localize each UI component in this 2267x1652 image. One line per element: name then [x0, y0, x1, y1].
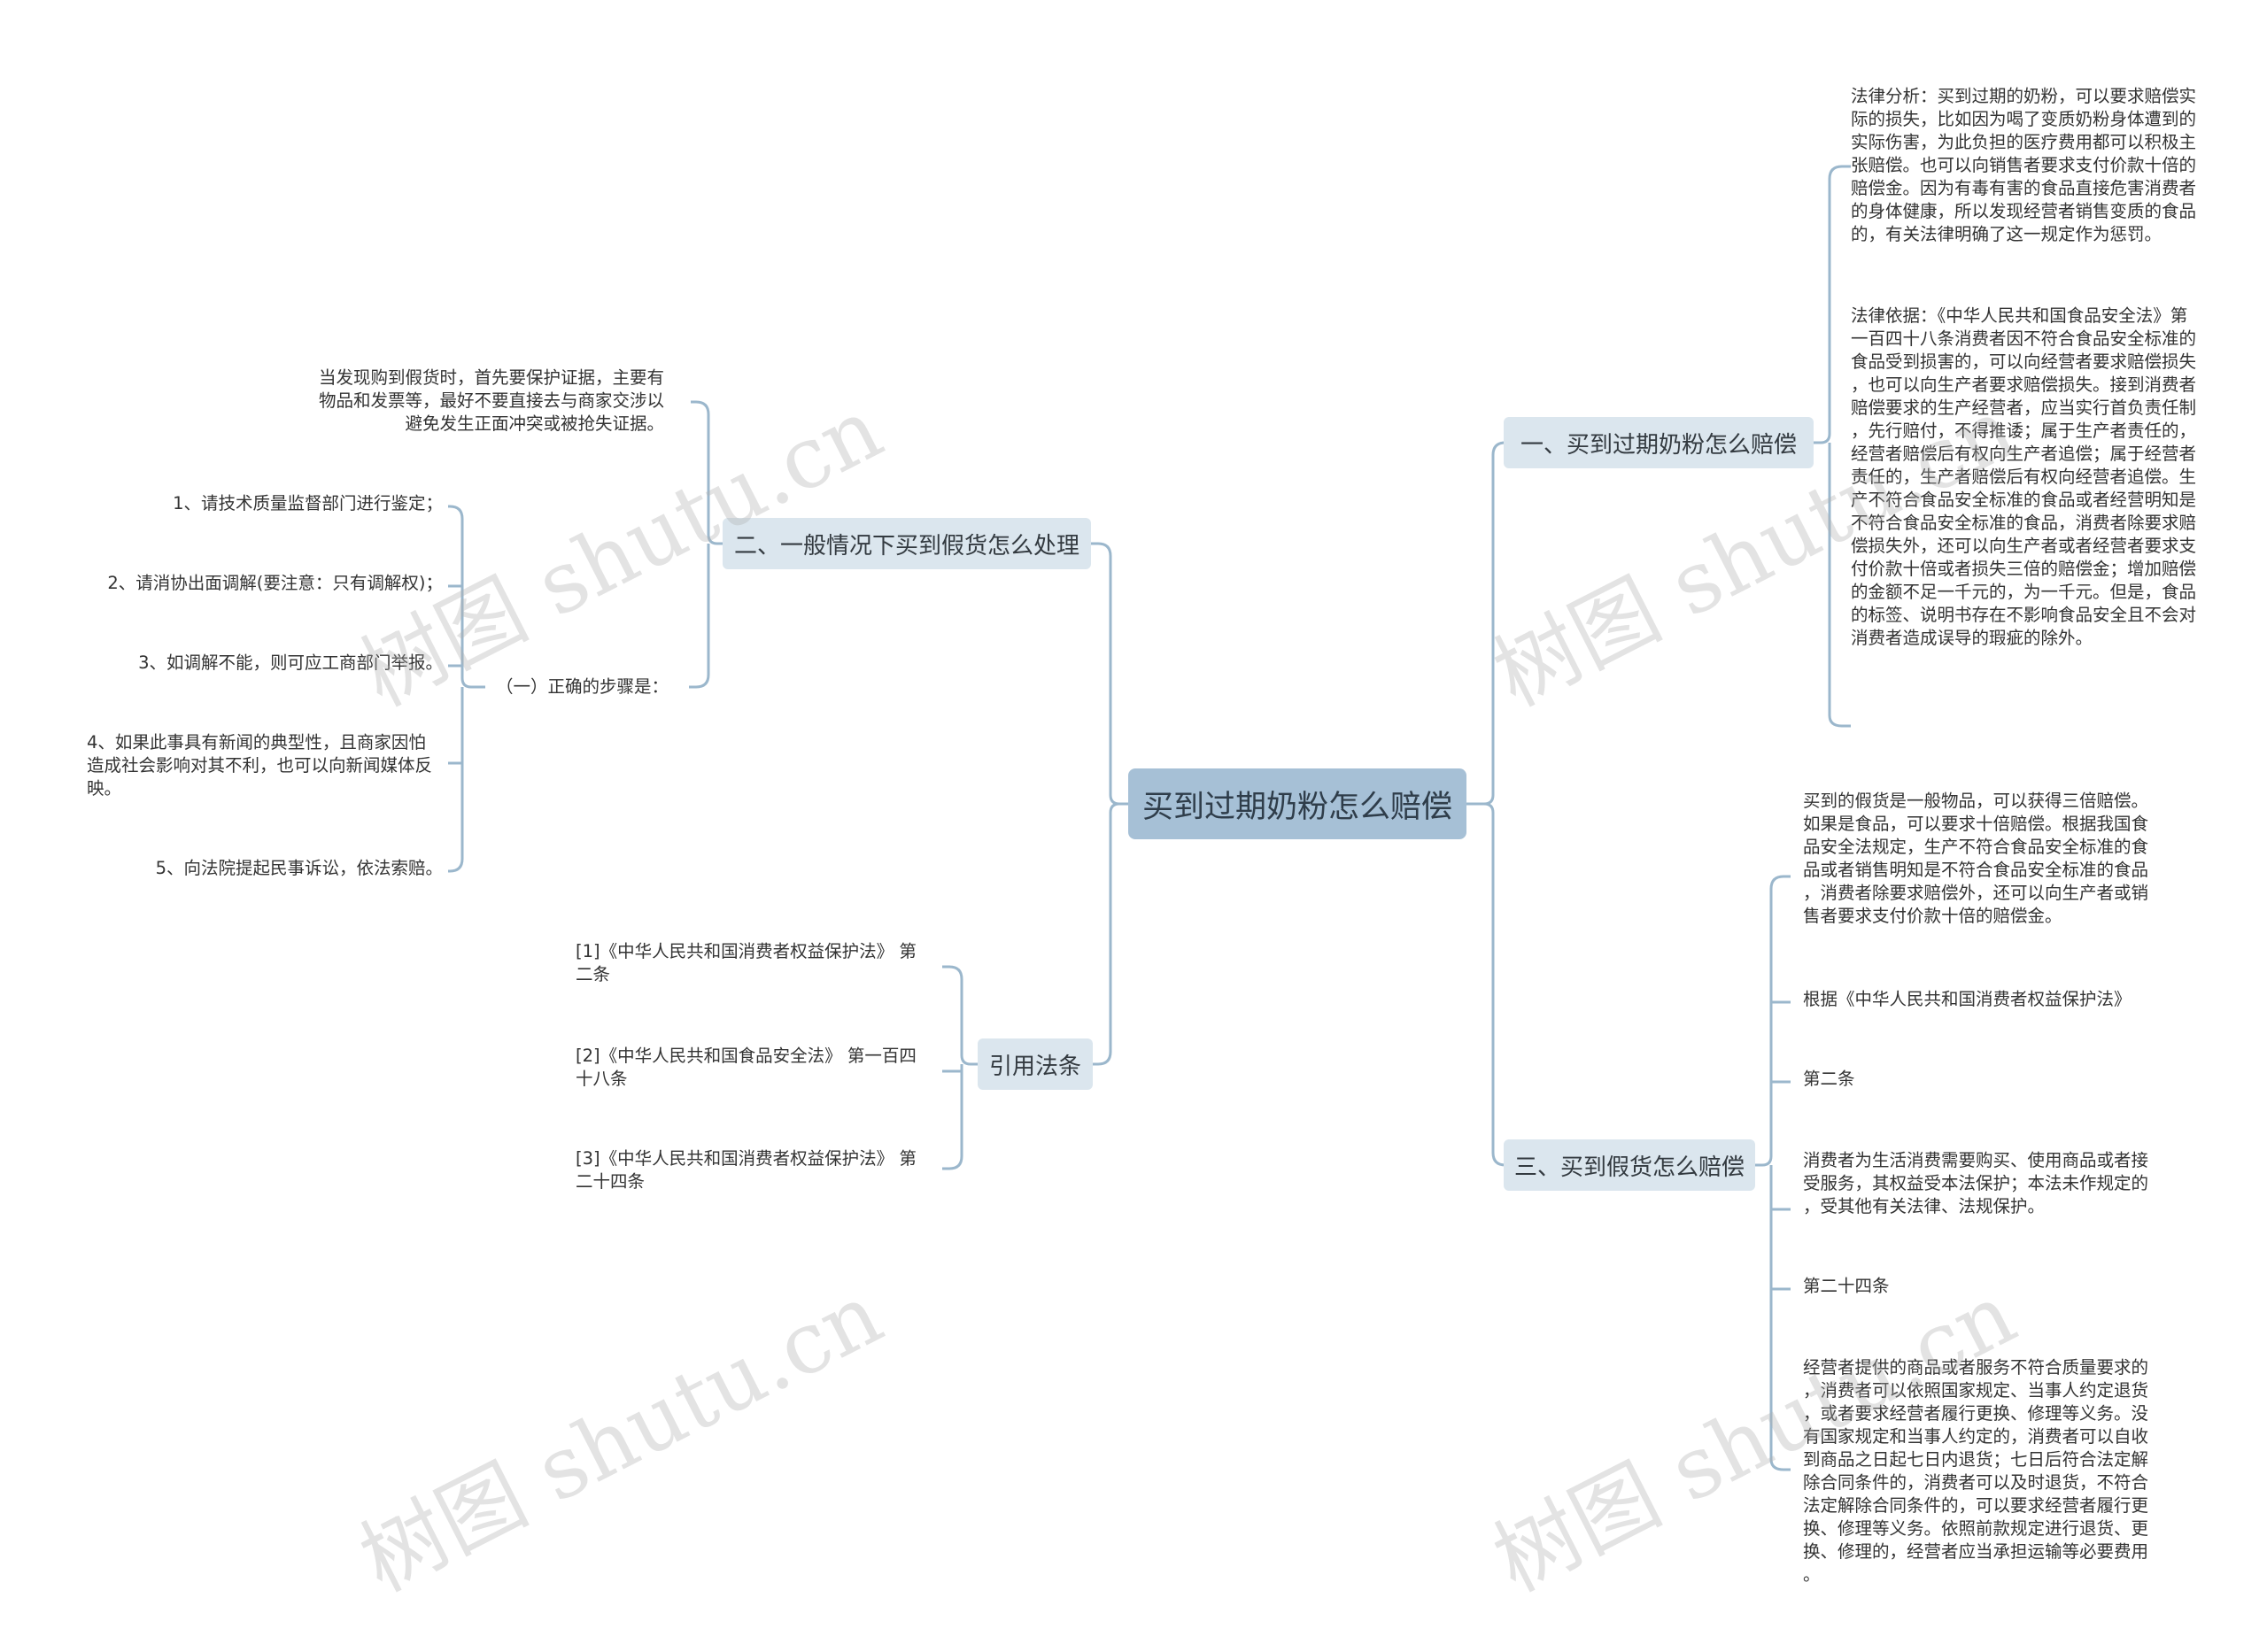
- connector-b4-items: [942, 965, 978, 1170]
- b2-step-2: 2、请消协出面调解(要注意：只有调解权)；: [107, 573, 443, 593]
- b4-citation-3: [3]《中华人民共和国消费者权益保护法》 第 二十四条: [576, 1148, 917, 1192]
- branch-label: 三、买到假货怎么赔偿: [1513, 1154, 1745, 1181]
- b3-leaf-article-24-text: 经营者提供的商品或者服务不符合质量要求的 ，消费者可以依照国家规定、当事人约定退…: [1803, 1357, 2149, 1585]
- b3-leaf-summary: 买到的假货是一般物品，可以获得三倍赔偿。 如果是食品，可以要求十倍赔偿。根据我国…: [1803, 791, 2149, 926]
- b1-leaf-legal-analysis: 法律分析：买到过期的奶粉，可以要求赔偿实 际的损失，比如因为喝了变质奶粉身体遭到…: [1851, 86, 2197, 244]
- branch-node-4[interactable]: 引用法条: [978, 1038, 1093, 1090]
- connector-b2-items: [689, 400, 723, 689]
- b2-leaf-intro: 当发现购到假货时，首先要保护证据，主要有 物品和发票等，最好不要直接去与商家交涉…: [319, 367, 665, 434]
- b1-leaf-legal-basis: 法律依据：《中华人民共和国食品安全法》第 一百四十八条消费者因不符合食品安全标准…: [1851, 305, 2197, 648]
- b2-step-5: 5、向法院提起民事诉讼，依法索赔。: [155, 858, 443, 878]
- connector-root-b3: [1466, 802, 1514, 1167]
- b3-leaf-article-24: 第二十四条: [1803, 1276, 1890, 1296]
- b2-leaf-steps-label: （一）正确的步骤是：: [496, 676, 669, 697]
- b2-step-1: 1、请技术质量监督部门进行鉴定；: [173, 493, 443, 513]
- connector-steps: [448, 505, 485, 873]
- branch-node-3[interactable]: 三、买到假货怎么赔偿: [1504, 1139, 1755, 1191]
- b3-leaf-law-reference: 根据《中华人民共和国消费者权益保护法》: [1803, 989, 2132, 1009]
- b3-leaf-article-2-text: 消费者为生活消费需要购买、使用商品或者接 受服务，其权益受本法保护；本法未作规定…: [1803, 1150, 2149, 1216]
- connector-root-b1: [1466, 441, 1514, 806]
- b4-citation-2: [2]《中华人民共和国食品安全法》 第一百四 十八条: [576, 1046, 917, 1089]
- branch-label: 一、买到过期奶粉怎么赔偿: [1520, 431, 1797, 459]
- branch-node-2[interactable]: 二、一般情况下买到假货怎么处理: [723, 518, 1091, 569]
- connector-b1-items: [1814, 165, 1851, 728]
- connector-b3-items: [1755, 875, 1791, 1471]
- b4-citation-1: [1]《中华人民共和国消费者权益保护法》 第 二条: [576, 941, 917, 984]
- b2-step-3: 3、如调解不能，则可应工商部门举报。: [138, 652, 443, 673]
- branch-label: 二、一般情况下买到假货怎么处理: [733, 532, 1079, 560]
- connector-root-b4: [1089, 802, 1128, 1066]
- b2-step-4: 4、如果此事具有新闻的典型性，且商家因怕 造成社会影响对其不利，也可以向新闻媒体…: [87, 732, 433, 799]
- root-label: 买到过期奶粉怎么赔偿: [1141, 789, 1452, 825]
- branch-label: 引用法条: [988, 1053, 1081, 1080]
- connector-root-b2: [1089, 542, 1128, 806]
- root-node[interactable]: 买到过期奶粉怎么赔偿: [1128, 768, 1466, 839]
- b3-leaf-article-2: 第二条: [1803, 1069, 1855, 1089]
- branch-node-1[interactable]: 一、买到过期奶粉怎么赔偿: [1504, 417, 1814, 468]
